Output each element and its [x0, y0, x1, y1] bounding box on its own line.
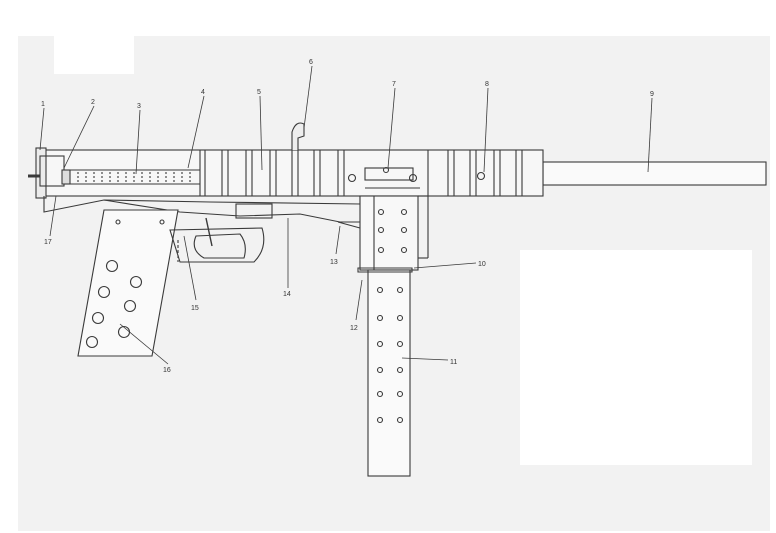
leader-lines — [39, 65, 653, 365]
callout-6: 6 — [309, 59, 313, 66]
recoil-spring — [61, 169, 200, 185]
callout-8: 8 — [485, 81, 489, 88]
cocking-handle — [291, 122, 305, 150]
callout-7: 7 — [392, 81, 396, 88]
callout-labels: 1 2 3 4 5 6 7 8 9 10 11 12 13 14 15 16 1… — [41, 59, 654, 374]
barrel — [542, 161, 767, 186]
callout-11: 11 — [450, 359, 457, 366]
magazine-well — [359, 195, 429, 271]
callout-13: 13 — [330, 259, 338, 266]
magazine — [357, 267, 413, 477]
trigger-guard — [169, 217, 265, 263]
callout-10: 10 — [478, 261, 486, 268]
callout-12: 12 — [350, 325, 358, 332]
callout-16: 16 — [163, 367, 171, 374]
callout-4: 4 — [201, 89, 205, 96]
receiver-tube — [43, 149, 544, 197]
white-patch-right — [520, 250, 752, 465]
callout-1: 1 — [41, 101, 45, 108]
callout-2: 2 — [91, 99, 95, 106]
callout-14: 14 — [283, 291, 291, 298]
pistol-grip — [77, 209, 179, 357]
callout-3: 3 — [137, 103, 141, 110]
callout-17: 17 — [44, 239, 52, 246]
callout-5: 5 — [257, 89, 261, 96]
callout-15: 15 — [191, 305, 199, 312]
white-patch-top — [54, 36, 134, 74]
screws — [347, 166, 486, 183]
callout-9: 9 — [650, 91, 654, 98]
